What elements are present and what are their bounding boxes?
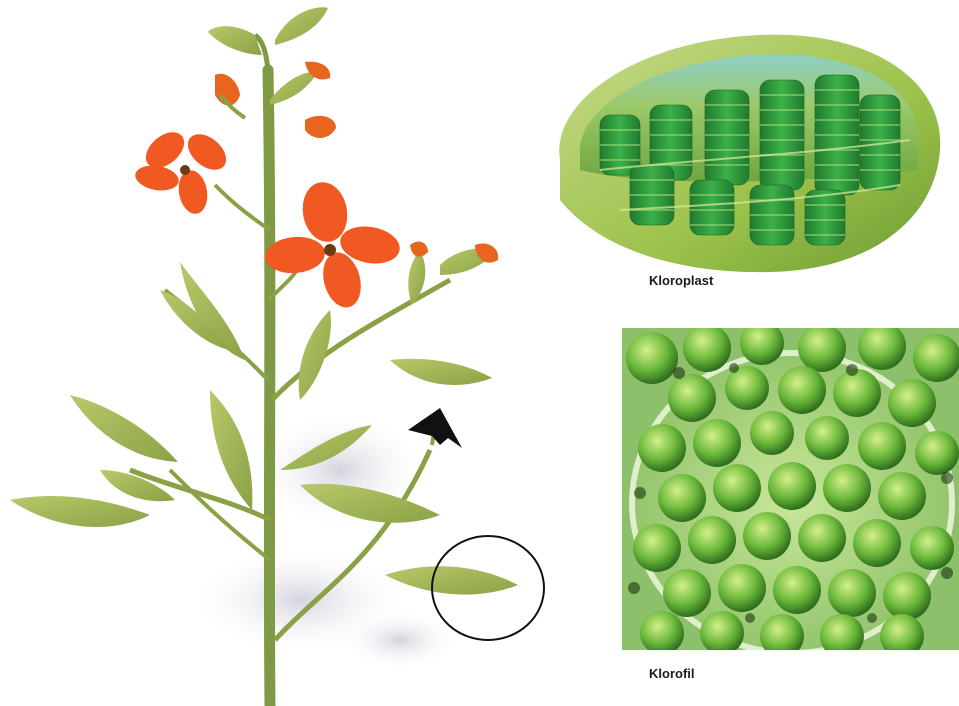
leaf — [210, 390, 252, 510]
plant-svg — [0, 0, 570, 706]
chlorophyll-micrograph — [622, 328, 959, 650]
chloroplast-svg — [540, 20, 950, 282]
leaf — [70, 395, 178, 462]
leaf — [390, 359, 492, 385]
leaf — [208, 26, 262, 55]
chlorophyll-caption: Klorofil — [649, 666, 695, 681]
flower-bud — [410, 241, 428, 256]
leaf — [270, 72, 318, 105]
plant-illustration — [0, 0, 570, 706]
chloroplast-caption: Kloroplast — [649, 273, 713, 288]
chloroplast-illustration — [540, 20, 950, 282]
chlorophyll-svg — [622, 328, 959, 650]
orange-flower — [133, 125, 233, 216]
branch — [272, 280, 450, 400]
orange-flower — [264, 179, 403, 312]
branch — [215, 185, 270, 230]
flower-bud — [215, 74, 245, 118]
leaf — [275, 7, 328, 45]
main-stem — [268, 70, 270, 706]
leaf — [10, 496, 150, 527]
flower-bud — [305, 116, 336, 138]
